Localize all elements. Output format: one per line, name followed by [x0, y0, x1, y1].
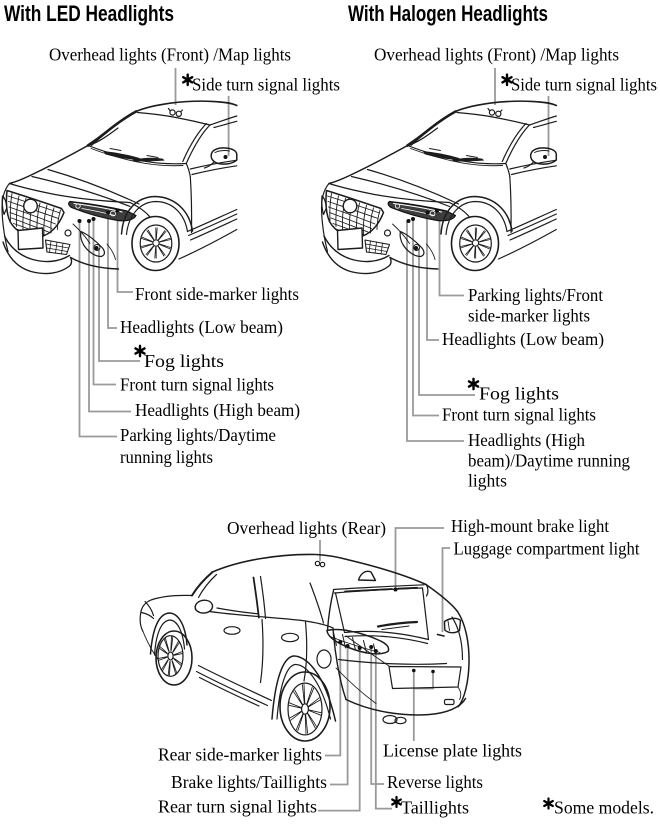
svg-text:Brake lights/Taillights: Brake lights/Taillights	[171, 772, 327, 792]
svg-text:Overhead lights (Front) /Map l: Overhead lights (Front) /Map lights	[49, 45, 291, 66]
svg-text:Front turn signal lights: Front turn signal lights	[442, 405, 596, 425]
svg-text:Headlights (Low beam): Headlights (Low beam)	[120, 317, 283, 338]
svg-text:Front turn signal lights: Front turn signal lights	[120, 375, 274, 395]
svg-text:Taillights: Taillights	[401, 798, 469, 818]
svg-text:lights: lights	[468, 471, 507, 491]
svg-text:Parking lights/Front: Parking lights/Front	[468, 285, 603, 305]
svg-text:High-mount brake light: High-mount brake light	[451, 516, 609, 536]
svg-text:Side turn signal lights: Side turn signal lights	[192, 75, 340, 95]
svg-text:Overhead lights (Front) /Map l: Overhead lights (Front) /Map lights	[374, 45, 619, 66]
svg-text:Fog lights: Fog lights	[144, 351, 224, 371]
svg-text:Luggage compartment light: Luggage compartment light	[454, 539, 640, 559]
svg-text:Reverse lights: Reverse lights	[387, 772, 483, 792]
svg-text:Headlights (High beam): Headlights (High beam)	[135, 400, 300, 421]
svg-text:Front side-marker lights: Front side-marker lights	[135, 284, 299, 304]
svg-text:With LED Headlights: With LED Headlights	[4, 1, 174, 26]
svg-text:License plate lights: License plate lights	[383, 741, 522, 761]
svg-text:Some models.: Some models.	[554, 798, 654, 818]
svg-text:Headlights (Low beam): Headlights (Low beam)	[442, 329, 604, 350]
svg-text:Headlights (High: Headlights (High	[468, 430, 585, 451]
svg-text:beam)/Daytime running: beam)/Daytime running	[468, 451, 630, 472]
svg-text:Side turn signal lights: Side turn signal lights	[511, 75, 657, 95]
svg-text:Parking lights/Daytime: Parking lights/Daytime	[120, 425, 276, 445]
svg-text:Overhead lights (Rear): Overhead lights (Rear)	[227, 518, 386, 539]
svg-text:Fog lights: Fog lights	[479, 384, 559, 404]
svg-text:With Halogen Headlights: With Halogen Headlights	[348, 1, 548, 26]
svg-text:Rear turn signal lights: Rear turn signal lights	[158, 797, 317, 817]
svg-text:side-marker lights: side-marker lights	[468, 306, 590, 326]
svg-text:running lights: running lights	[120, 447, 213, 467]
svg-text:Rear side-marker lights: Rear side-marker lights	[158, 745, 322, 765]
